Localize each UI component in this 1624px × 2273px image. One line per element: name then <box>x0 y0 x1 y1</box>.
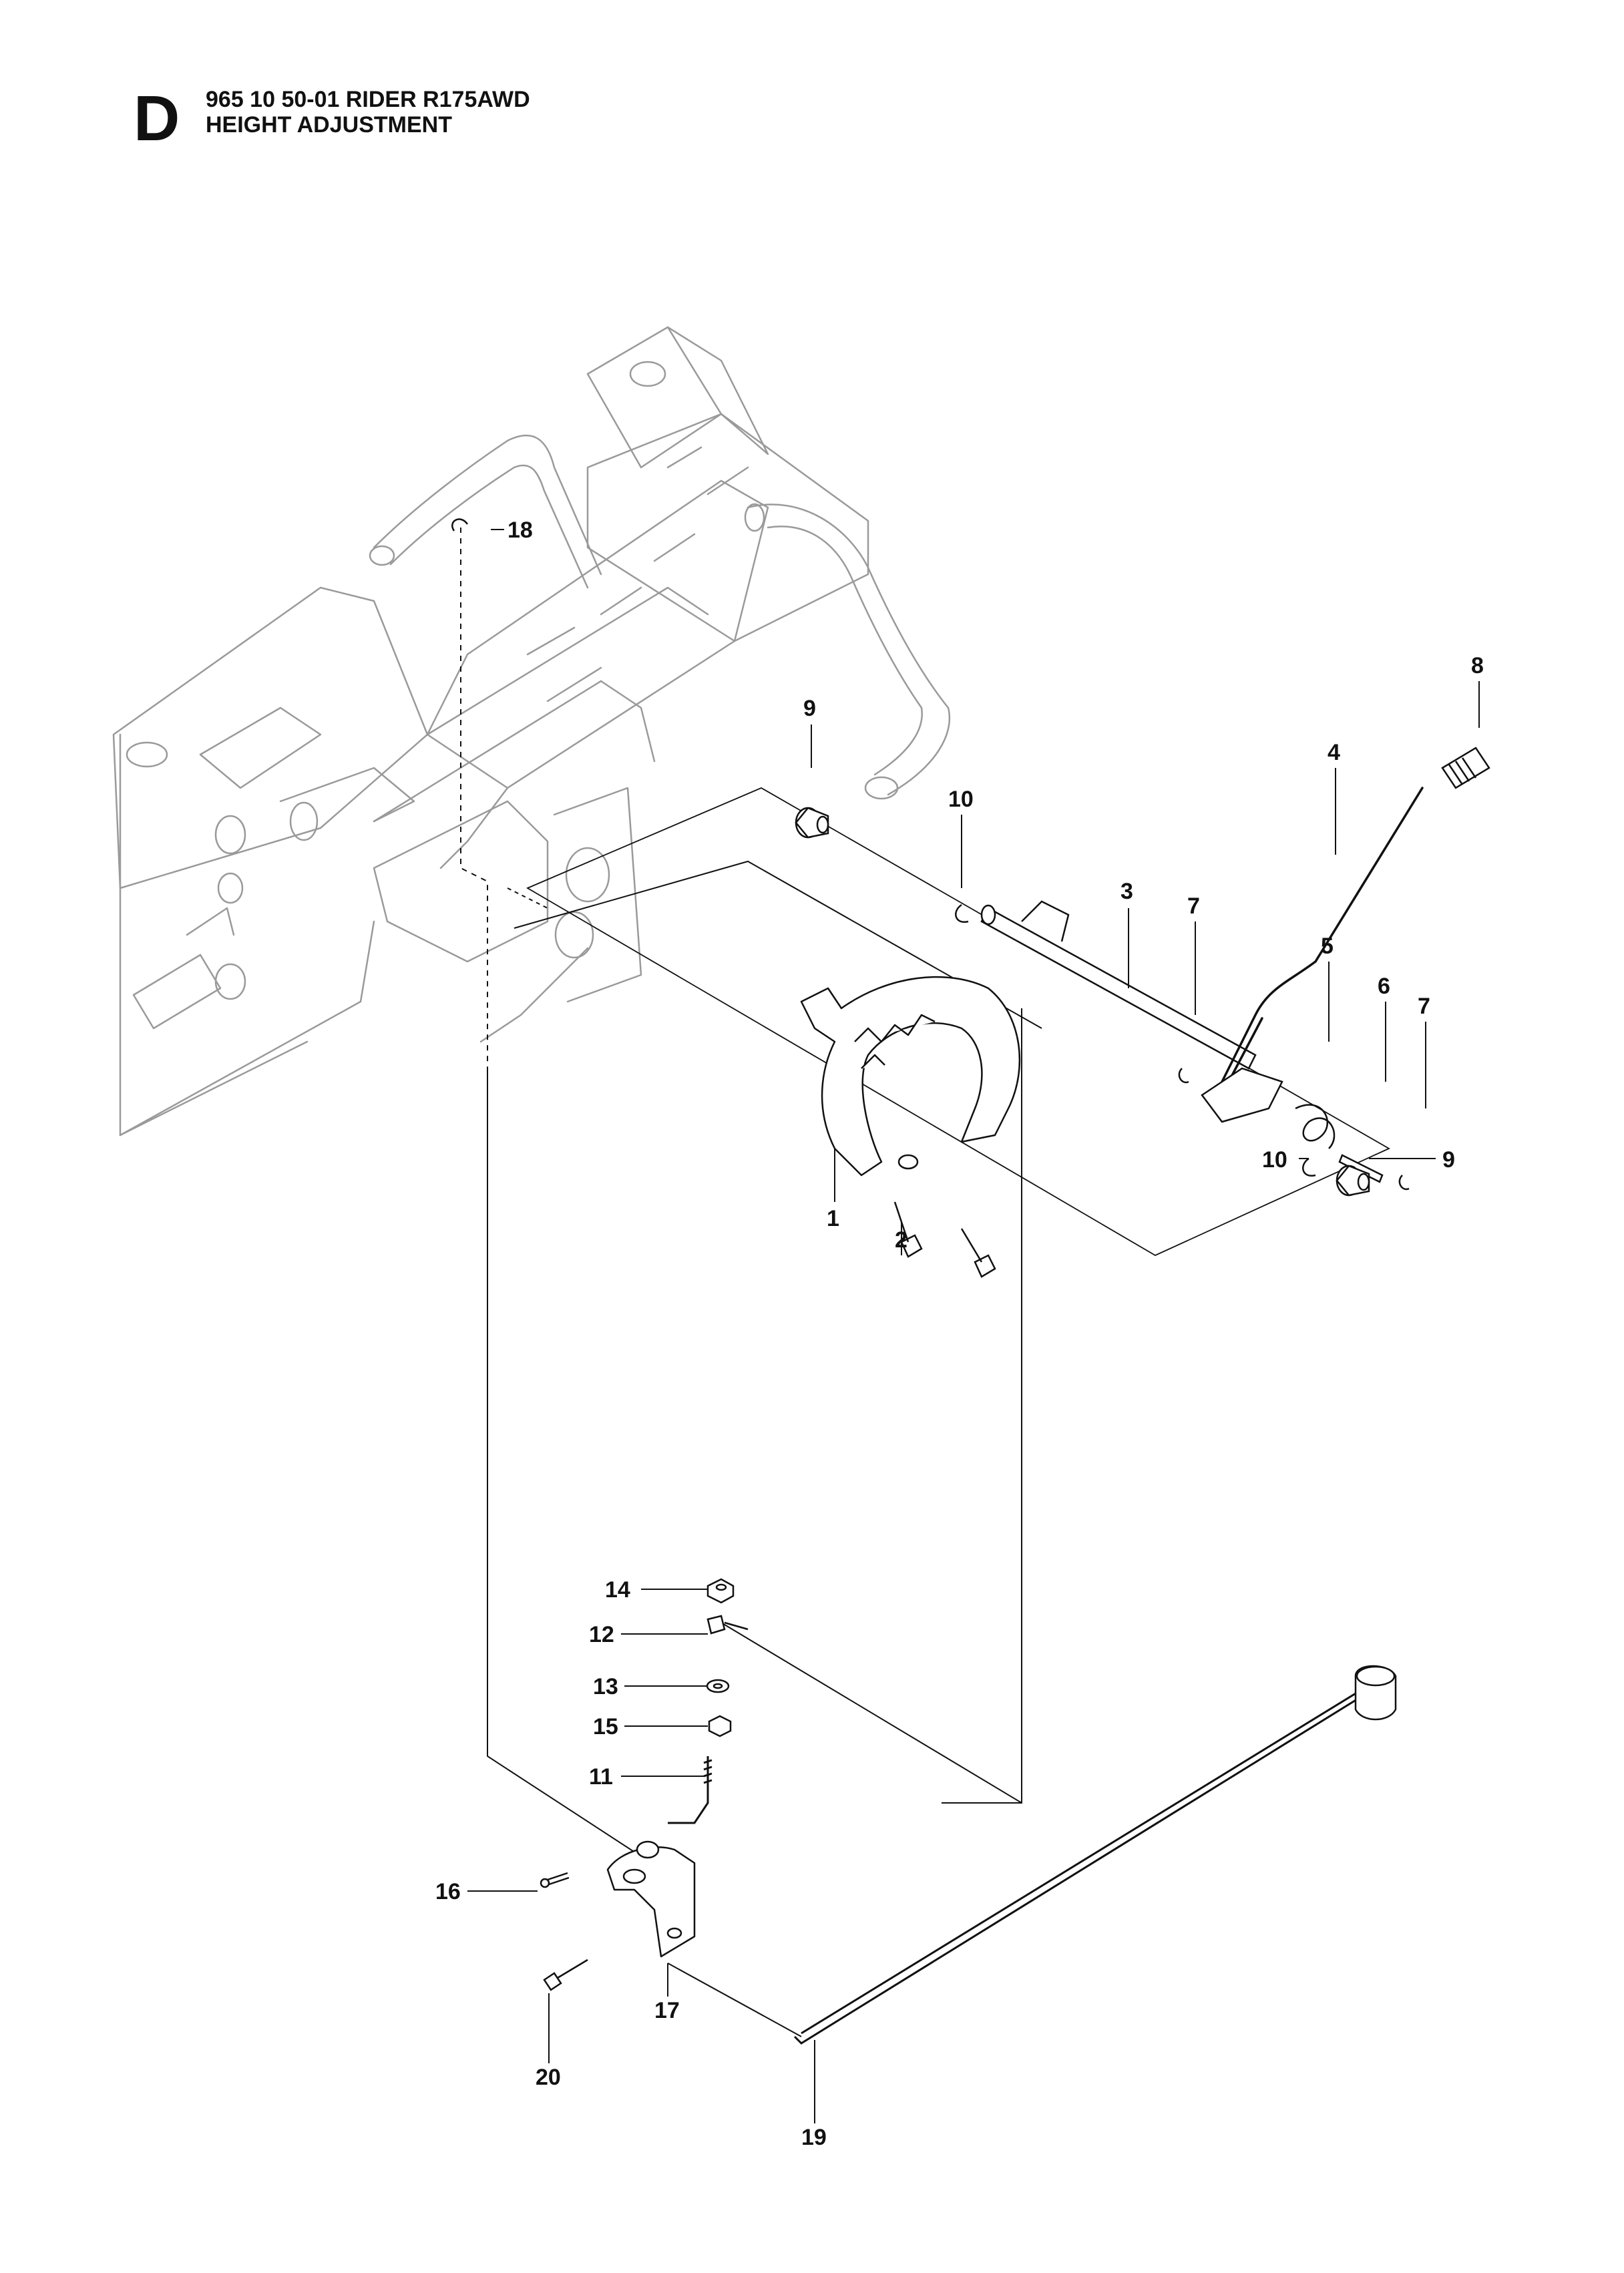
part-4-lift-lever <box>1201 787 1424 1123</box>
callout-18: 18 <box>508 518 533 543</box>
callout-12: 12 <box>589 1622 614 1647</box>
callout-16: 16 <box>435 1879 461 1904</box>
callout-1: 1 <box>827 1206 839 1231</box>
callout-10b: 10 <box>1262 1147 1287 1173</box>
callout-4: 4 <box>1328 740 1340 765</box>
callout-11: 11 <box>589 1764 613 1790</box>
part-9-bushings <box>795 807 1370 1197</box>
callout-5: 5 <box>1321 934 1334 959</box>
chassis-frame-ghost <box>112 326 951 1136</box>
callout-17: 17 <box>654 1998 680 2023</box>
callout-8: 8 <box>1471 653 1484 678</box>
part-14-nut <box>706 1578 735 1604</box>
part-11-threaded-rod <box>668 1756 713 1824</box>
callout-19: 19 <box>801 2125 827 2150</box>
section-letter: D <box>134 83 180 154</box>
callout-6: 6 <box>1378 974 1390 999</box>
callout-20: 20 <box>536 2065 561 2090</box>
callout-14: 14 <box>605 1577 630 1603</box>
callout-15: 15 <box>593 1714 618 1739</box>
part-15-nut <box>708 1715 732 1737</box>
part-19-link-rod <box>793 1665 1397 2045</box>
part-17-bracket <box>606 1840 696 1958</box>
callout-3: 3 <box>1121 879 1133 904</box>
part-1-guide-plate <box>800 976 1021 1177</box>
part-6-pin <box>1338 1154 1384 1183</box>
callout-13: 13 <box>593 1674 618 1699</box>
part-10-e-clips <box>955 903 1316 1177</box>
callout-2: 2 <box>895 1227 907 1253</box>
part-8-grip <box>1441 747 1490 789</box>
part-7-clips <box>1178 1068 1410 1191</box>
assembly-title: HEIGHT ADJUSTMENT <box>206 112 452 138</box>
callout-labels: 1 2 3 4 5 6 7 7 8 9 9 10 10 11 12 13 14 … <box>435 518 1484 2150</box>
part-16-cotter-pin <box>540 1872 570 1888</box>
callout-leaders <box>467 529 1480 2123</box>
part-12-bolt <box>706 1615 749 1635</box>
callout-7b: 7 <box>1418 994 1430 1019</box>
part-3-lift-shaft <box>980 900 1257 1070</box>
part-number-title: 965 10 50-01 RIDER R175AWD <box>206 87 530 112</box>
callout-9a: 9 <box>803 696 816 721</box>
reference-lines <box>460 528 1390 2037</box>
part-20-bolt <box>543 1958 588 1991</box>
part-5-spring <box>1295 1104 1336 1149</box>
part-18-clip <box>451 518 469 532</box>
callout-9b: 9 <box>1442 1147 1455 1173</box>
part-2-bolts <box>893 1201 996 1278</box>
callout-7a: 7 <box>1187 893 1200 919</box>
callout-10a: 10 <box>948 787 974 812</box>
part-13-washer <box>706 1679 730 1693</box>
